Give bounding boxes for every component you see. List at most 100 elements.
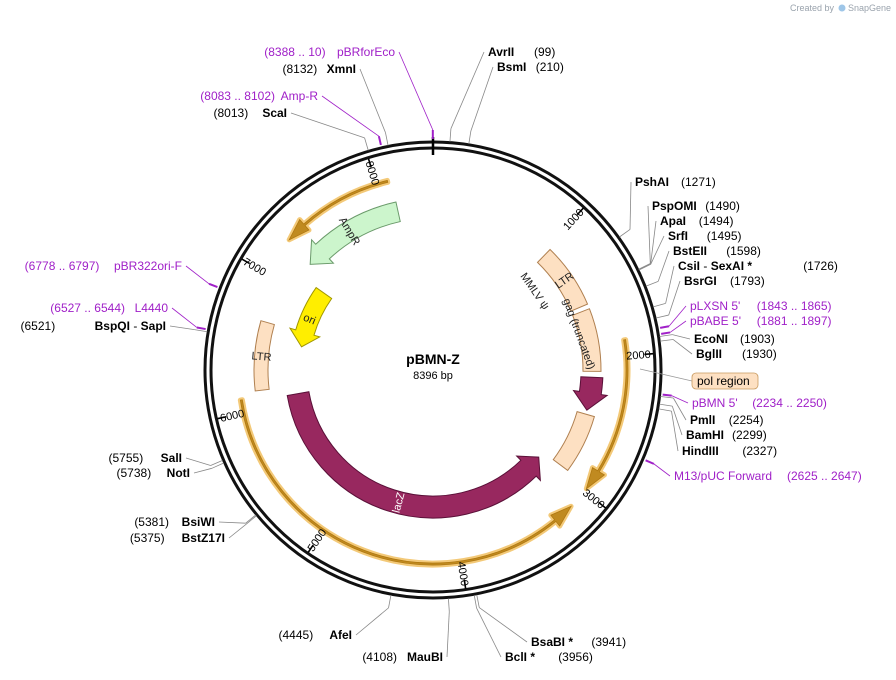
site-label: EcoNI(1903) [694,332,775,346]
site-leader [650,235,665,265]
site-leader [359,68,386,133]
site-position: (5381) [134,515,169,529]
primer-marker [659,325,670,329]
site-leader [355,607,389,636]
tick-mark [644,352,654,356]
site-leader [671,405,683,436]
snapgene-credit: Created by SnapGene [790,3,891,13]
primer-marker [645,459,655,465]
site-name: CsiI - SexAI * [678,259,752,273]
primer-label: pBABE 5'(1881 .. 1897) [690,314,832,328]
site-label: BspQI - SapI(6521) [21,319,166,333]
feature-label: lacZ [391,491,408,514]
site-position: (1598) [726,244,761,258]
site-position: (2254) [729,413,764,427]
feature-label: MMLV ψ [518,271,552,312]
primer-marker [208,282,218,288]
region-arrow [288,179,389,241]
pol-region-label: pol region [691,372,759,390]
label-leaders [169,51,693,658]
site-marker [653,302,666,308]
primer-name: pBR322ori-F [114,259,182,273]
site-marker [660,339,674,342]
site-label: PmlI (2254) [690,413,763,427]
site-position: (4445) [279,628,314,642]
site-marker [476,594,480,608]
site-position: (1494) [699,214,734,228]
primer-marker [660,331,671,335]
primer-label: pBR322ori-F(6778 .. 6797) [25,259,182,273]
site-marker [619,229,631,238]
site-leader [668,280,681,316]
primer-label: M13/pUC Forward(2625 .. 2647) [674,469,862,483]
site-label: BsrGI(1793) [684,274,765,288]
region-leader [639,368,693,382]
feature-ltr [253,320,276,392]
site-leader [657,250,670,282]
site-label: BsaBI *(3941) [531,635,626,649]
feature-ori [288,286,333,348]
feature-lacz [286,391,541,519]
primer-name: L4440 [135,301,169,315]
primer-name: pBRforEco [337,45,395,59]
site-marker [448,598,450,612]
site-label: BsmI(210) [497,60,564,74]
primer-label: pLXSN 5'(1843 .. 1865) [690,299,832,313]
site-name: ScaI [262,106,287,120]
site-position: (1490) [705,199,740,213]
feature-ampr [309,201,401,265]
site-name: SrfI [668,229,688,243]
site-position: (6521) [21,319,56,333]
primer-name: pLXSN 5' [690,299,740,313]
site-name: BsiWI [182,515,215,529]
site-marker [211,462,224,469]
site-position: (4108) [362,650,397,664]
site-separator: - [130,319,141,333]
site-leader [647,205,651,264]
site-label: BclI *(3956) [505,650,593,664]
region-name: pol region [697,374,750,388]
primer-name: Amp-R [281,89,319,103]
feature-gag-truncated- [572,376,609,411]
site-marker [638,263,651,270]
site-leader [665,265,675,304]
site-leader [450,51,485,129]
site-name-part: SexAI * [711,259,753,273]
primer-leader [668,305,687,327]
primer-label: L4440(6527 .. 6544) [50,301,168,315]
site-name: AvrII [488,45,514,59]
snapgene-logo-icon [838,4,846,12]
site-name-part: BspQI [95,319,130,333]
site-name: SalI [161,451,182,465]
tick-mark [576,207,584,216]
site-leader [476,607,502,658]
site-position: (5738) [117,466,152,480]
tick-label: 6000 [219,408,246,425]
site-leader [470,66,494,132]
primer-name: pBMN 5' [692,396,738,410]
site-labels: pBRforEco(8388 .. 10)Amp-R(8083 .. 8102)… [21,45,862,664]
site-name: XmnI [327,62,356,76]
site-position: (210) [536,60,564,74]
site-position: (1271) [681,175,716,189]
site-leader [629,181,632,230]
primer-leader [171,307,198,328]
primer-marker [662,393,672,397]
site-position: (1495) [707,229,742,243]
primer-marker [377,135,382,146]
site-name: PmlI [690,413,715,427]
site-leader [650,220,657,265]
site-name: EcoNI [694,332,728,346]
primer-leader [185,265,210,285]
site-marker [658,408,672,412]
site-name: MauBI [407,650,443,664]
site-label: MauBI (4108) [362,650,443,664]
site-leader [672,339,693,355]
site-label: ScaI(8013) [214,106,287,120]
site-name-part: CsiI [678,259,700,273]
tick-label: 7000 [241,256,268,279]
site-position: (1930) [742,347,777,361]
site-marker [468,130,472,144]
tick-label: 1000 [561,207,586,233]
site-marker [388,595,392,608]
